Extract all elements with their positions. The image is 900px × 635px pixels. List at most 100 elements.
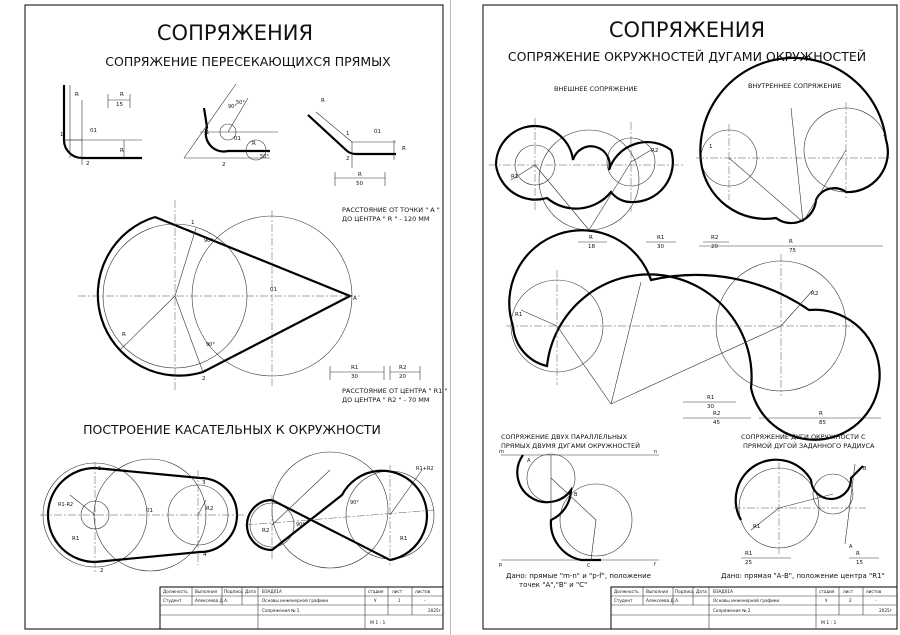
point-label-b: B	[863, 466, 867, 472]
note-distance-b-2: ДО ЦЕНТРА " R2 " - 70 ММ	[342, 396, 430, 404]
dim-label-r: R	[358, 172, 362, 178]
point-label-2: 2	[883, 132, 887, 138]
point-label-1: 1	[346, 131, 350, 137]
fillet-acute-angle-figure: 90° 50° 01 1 2 R 50°	[183, 83, 278, 168]
dim-label-r2: R2	[206, 506, 213, 512]
sheet-1-frame	[24, 4, 444, 630]
dim-label-r1: R1	[511, 174, 518, 180]
stamp-header: лист	[392, 589, 403, 594]
line-label-n: n	[654, 449, 657, 455]
dim-label-r: R	[252, 141, 256, 147]
note-distance-a-2: ДО ЦЕНТРА " R " - 120 ММ	[342, 215, 430, 223]
stamp-header: листов	[866, 589, 882, 594]
point-label-c: C	[587, 563, 591, 569]
stamp-stage: У	[374, 598, 377, 603]
arc-line-figure: B A R1 R1 25 R 15	[733, 458, 879, 566]
point-label-a: A	[527, 458, 531, 464]
dim-label-r2: R2	[811, 291, 818, 297]
stamp-year: 2025г	[428, 608, 441, 613]
dim-value-15: 15	[116, 102, 123, 108]
given-parallel-2: точек "А","В" и "С"	[519, 581, 587, 589]
point-label-2: 2	[202, 376, 206, 382]
stamp-scale: М 1 : 1	[370, 620, 386, 626]
stamp-header: листов	[415, 589, 431, 594]
stamp-header: Дата	[696, 589, 707, 594]
angle-label-90: 90°	[350, 500, 359, 506]
point-label-b: B	[574, 492, 578, 498]
stamp-stage: У	[825, 598, 828, 603]
dim-label-r1-minus-r2: R1-R2	[58, 502, 73, 508]
stamp-scale: М 1 : 1	[821, 620, 837, 626]
tangent-from-point-figure: 01 A 90° 90° R 2 1 РАССТОЯНИЕ ОТ ТОЧКИ "…	[78, 200, 447, 404]
dim-label-r2: R2	[651, 148, 658, 154]
stamp-role: Студент	[163, 598, 182, 603]
stamp-sheets: -	[875, 598, 877, 603]
dim-label-r1: R1	[515, 312, 522, 318]
parallel-lines-figure: m n p f A B C	[499, 449, 659, 569]
angle-label-90: 90°	[228, 104, 237, 110]
sheet-2-frame	[482, 4, 898, 630]
point-label-o1: 01	[146, 508, 153, 514]
stamp-code: ВЗАД01А	[713, 589, 733, 594]
parallel-lines-label-2: ПРЯМЫХ ДВУМЯ ДУГАМИ ОКРУЖНОСТЕЙ	[501, 441, 640, 450]
line-label-m: m	[499, 449, 504, 455]
mixed-contour	[508, 229, 881, 441]
dim-value-50: 50	[356, 181, 363, 187]
dim-value-30: 30	[707, 404, 714, 410]
point-label-4: 4	[203, 552, 207, 558]
fillet-right-angle-figure: R R 15 01 1 2 R	[60, 85, 142, 167]
crossed-belt-contour	[245, 469, 429, 562]
external-tangents-figure: R1-R2 01 1 2 3 4 R1 R2	[40, 458, 245, 574]
point-label-2: 2	[346, 156, 350, 162]
dim-label-r2: R2	[711, 235, 718, 241]
internal-conjugation-figure: 1 2 R 75	[696, 56, 891, 254]
point-label-1: 1	[98, 466, 102, 472]
sheet-1-subtitle: СОПРЯЖЕНИЕ ПЕРЕСЕКАЮЩИХСЯ ПРЯМЫХ	[105, 54, 391, 69]
internal-conjugation-label: ВНУТРЕННЕЕ СОПРЯЖЕНИЕ	[748, 82, 841, 90]
dim-label-r: R	[120, 92, 124, 98]
dim-label-r1: R1	[745, 551, 752, 557]
note-distance-a-1: РАССТОЯНИЕ ОТ ТОЧКИ " А "	[342, 206, 440, 214]
dim-label-r1: R1	[72, 536, 79, 542]
point-label-a: A	[353, 296, 357, 302]
dim-label-r2: R2	[713, 411, 720, 417]
arc-line-label-2: ПРЯМОЙ ДУГОЙ ЗАДАННОГО РАДИУСА	[743, 441, 875, 450]
sheet-1-title: СОПРЯЖЕНИЯ	[157, 21, 313, 45]
stamp-author: Алексеева Д.А.	[195, 598, 228, 603]
point-label-1: 1	[206, 130, 210, 136]
title-block: Должность Выполнил Подпись Дата ВЗАД01А …	[610, 586, 898, 630]
stamp-header: Подпись	[675, 589, 694, 594]
drawing-sheet-1: СОПРЯЖЕНИЯ СОПРЯЖЕНИЕ ПЕРЕСЕКАЮЩИХСЯ ПРЯ…	[24, 4, 448, 630]
dim-label-r: R	[122, 332, 126, 338]
point-label-2: 2	[100, 568, 104, 574]
dim-label-r1: R1	[753, 524, 760, 530]
dim-label-r: R	[321, 98, 325, 104]
stamp-code: ВЗАД01А	[262, 589, 282, 594]
dim-label-r: R	[402, 146, 406, 152]
given-arc-line: Дано: прямая "А-В", положение центра "R1…	[721, 572, 885, 580]
fillet-acute-contour	[202, 107, 270, 153]
point-label-o1: 01	[374, 129, 381, 135]
drawing-sheet-2: СОПРЯЖЕНИЯ СОПРЯЖЕНИЕ ОКРУЖНОСТЕЙ ДУГАМИ…	[450, 0, 900, 635]
stamp-year: 2025г	[879, 608, 892, 613]
angle-label-90: 90°	[204, 238, 213, 244]
dim-label-r: R	[789, 239, 793, 245]
point-label-o1: 01	[90, 128, 97, 134]
point-label-o1: 01	[270, 287, 277, 293]
fillet-obtuse-angle-figure: R 01 1 2 R R 50	[307, 98, 406, 187]
dim-value-30: 30	[351, 374, 358, 380]
stamp-header: Должность	[614, 589, 639, 594]
dim-label-r: R	[120, 148, 124, 154]
dim-label-r: R	[589, 235, 593, 241]
fillet-obtuse-contour	[307, 114, 396, 156]
external-conjugation-label: ВНЕШНЕЕ СОПРЯЖЕНИЕ	[554, 85, 638, 93]
point-label-1: 1	[60, 132, 64, 138]
stamp-subject: Основы инженерной графики	[713, 598, 779, 603]
external-conjugation-figure: R1 R2 R 18 R1 30 R2 20	[489, 118, 729, 250]
dim-value-15: 15	[856, 560, 863, 566]
angle-label-50: 50°	[260, 154, 269, 160]
sheet-2-subtitle: СОПРЯЖЕНИЕ ОКРУЖНОСТЕЙ ДУГАМИ ОКРУЖНОСТЕ…	[508, 49, 866, 64]
dim-label-r2: R2	[262, 528, 269, 534]
stamp-header: Дата	[245, 589, 256, 594]
point-label-2: 2	[222, 162, 226, 168]
